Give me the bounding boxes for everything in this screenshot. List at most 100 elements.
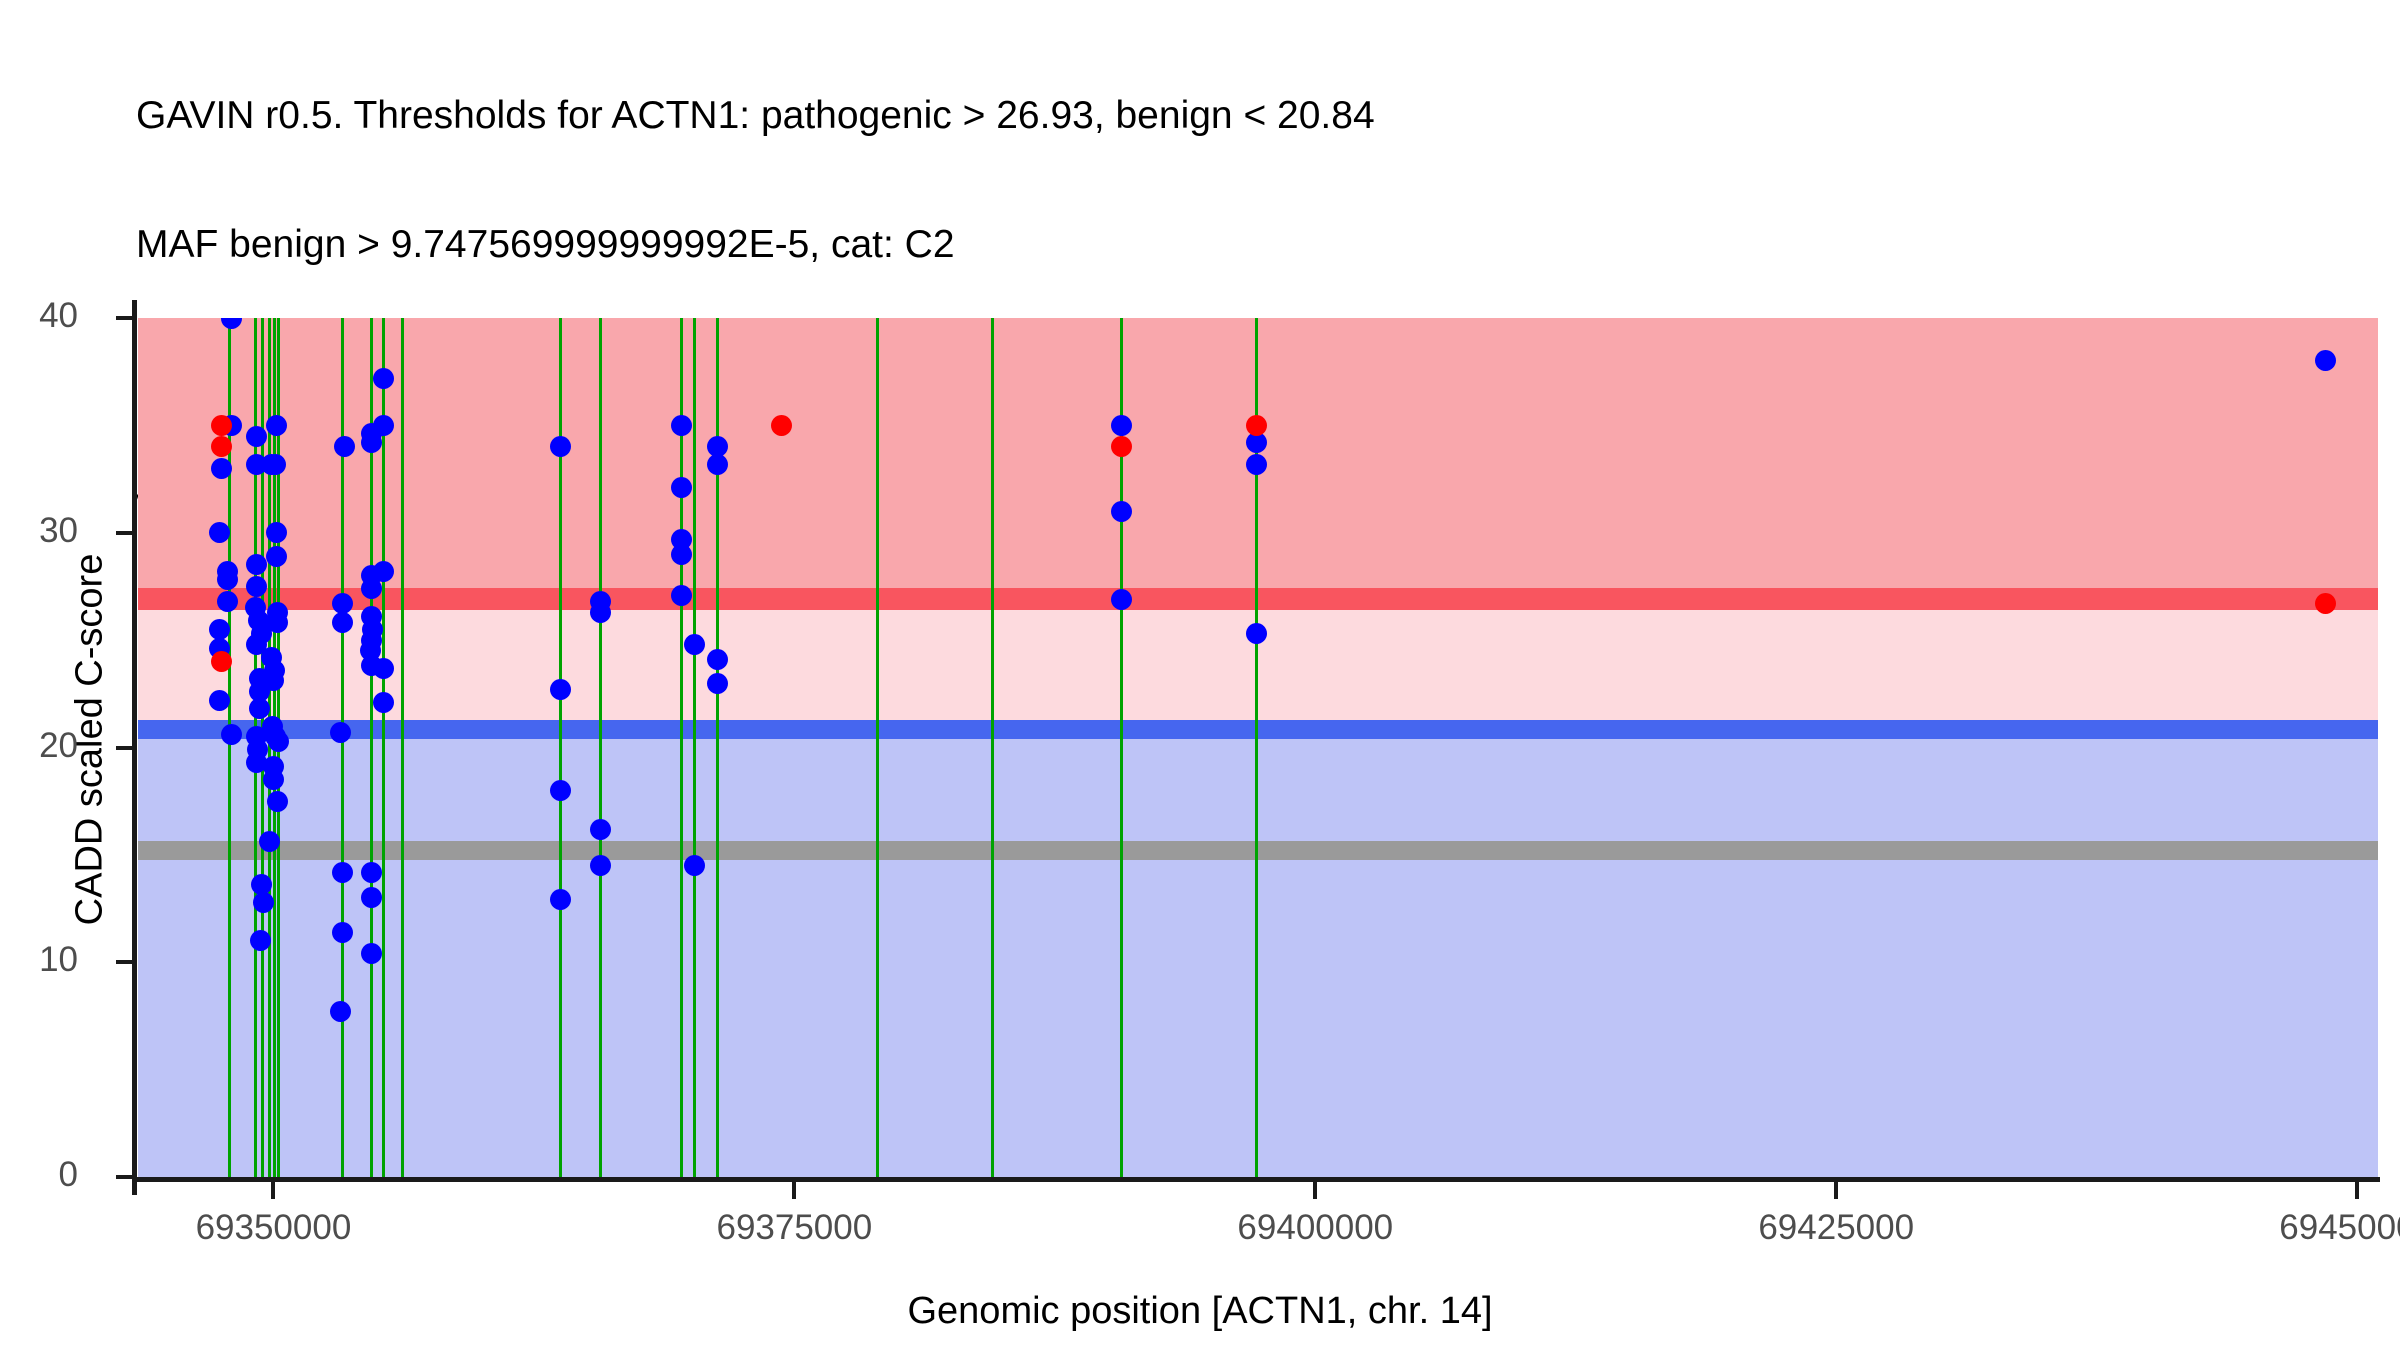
gnomad-variant-point <box>246 752 268 774</box>
gnomad-variant-point <box>373 560 395 582</box>
x-axis-line <box>132 1177 2380 1182</box>
gnomad-variant-point <box>267 790 289 812</box>
gnomad-variant-point <box>329 1001 351 1023</box>
y-tick-label: 10 <box>39 940 78 980</box>
exon-line <box>559 318 563 1177</box>
gnomad-variant-point <box>671 584 693 606</box>
x-tick-mark <box>2355 1182 2360 1199</box>
gnomad-variant-point <box>550 779 572 801</box>
gnomad-variant-point <box>706 648 728 670</box>
y-tick-mark <box>116 316 134 320</box>
pathogenic-variant-point <box>210 651 232 673</box>
gnomad-variant-point <box>329 721 351 743</box>
y-tick-label: 0 <box>58 1155 78 1194</box>
y-tick-label: 20 <box>39 725 78 765</box>
x-tick-mark <box>792 1182 797 1199</box>
x-tick-label: 69450000 <box>2279 1208 2400 1247</box>
gnomad-variant-point <box>252 891 274 913</box>
x-tick-mark <box>1834 1182 1839 1199</box>
gnomad-variant-point <box>331 921 353 943</box>
y-tick-mark <box>116 530 134 535</box>
gnomad-variant-point <box>266 522 288 544</box>
gnomad-variant-point <box>246 425 268 447</box>
exon-line <box>715 318 719 1177</box>
exon-line <box>680 318 684 1177</box>
y-axis-line <box>132 300 137 1195</box>
gnomad-variant-point <box>217 590 239 612</box>
gnomad-variant-point <box>373 414 395 436</box>
title-line-1: GAVIN r0.5. Thresholds for ACTN1: pathog… <box>136 94 1375 137</box>
gnomad-variant-point <box>221 724 243 746</box>
gnomad-variant-point <box>1246 432 1268 454</box>
gnomad-variant-point <box>249 698 271 720</box>
gnomad-variant-point <box>1246 623 1268 645</box>
exon-line <box>382 318 386 1177</box>
pathogenic-variant-point <box>1111 436 1133 458</box>
gnomad-variant-point <box>590 818 612 840</box>
gnomad-variant-point <box>671 414 693 436</box>
gnomad-variant-point <box>246 554 268 576</box>
gnomad-variant-point <box>360 861 382 883</box>
gnomad-variant-point <box>262 769 284 791</box>
gnomad-variant-point <box>590 855 612 877</box>
gnomad-variant-point <box>671 477 693 499</box>
gnomad-variant-point <box>208 689 230 711</box>
gnomad-variant-point <box>373 367 395 389</box>
gnomad-variant-point <box>208 522 230 544</box>
gnomad-variant-point <box>331 612 353 634</box>
x-tick-label: 69375000 <box>716 1208 873 1247</box>
gnomad-variant-point <box>1111 500 1133 522</box>
y-tick-mark <box>116 1175 134 1179</box>
gnomad-variant-point <box>265 453 287 475</box>
x-axis-label: Genomic position [ACTN1, chr. 14] <box>907 1290 1493 1332</box>
pathogenic-variant-point <box>771 414 793 436</box>
exon-line <box>1120 318 1124 1177</box>
gnomad-variant-point <box>1111 588 1133 610</box>
gnomad-variant-point <box>267 612 289 634</box>
x-tick-mark <box>271 1182 276 1199</box>
y-tick-label: 30 <box>39 510 78 550</box>
gnomad-variant-point <box>550 889 572 911</box>
gnomad-variant-point <box>373 691 395 713</box>
gnomad-variant-point <box>262 670 284 692</box>
gnomad-variant-point <box>683 855 705 877</box>
gnomad-variant-point <box>683 633 705 655</box>
x-tick-mark <box>1313 1182 1318 1199</box>
pathogenic-variant-point <box>1246 414 1268 436</box>
gnomad-variant-point <box>208 618 230 640</box>
gnomad-variant-point <box>550 436 572 458</box>
gnomad-variant-point <box>217 569 239 591</box>
gnomad-variant-point <box>706 453 728 475</box>
gnomad-variant-point <box>221 318 243 329</box>
exon-line <box>401 318 405 1177</box>
exon-line <box>599 318 603 1177</box>
gnomad-variant-point <box>360 887 382 909</box>
exon-line <box>228 318 232 1177</box>
pathogenic-variant-point <box>210 414 232 436</box>
gnomad-variant-point <box>251 874 273 896</box>
gnomad-variant-point <box>373 657 395 679</box>
gnomad-variant-point <box>266 414 288 436</box>
x-tick-label: 69400000 <box>1237 1208 1394 1247</box>
gnomad-variant-point <box>360 578 382 600</box>
exon-line <box>369 318 373 1177</box>
exon-line <box>340 318 344 1177</box>
gnomad-variant-point <box>258 831 280 853</box>
pathogenic-variant-point <box>2315 593 2337 615</box>
y-tick-mark <box>116 745 134 750</box>
plot-panel <box>138 318 2378 1177</box>
gnomad-variant-point <box>246 575 268 597</box>
gnomad-variant-point <box>268 730 290 752</box>
gnomad-variant-point <box>706 436 728 458</box>
gnomad-variant-point <box>1246 453 1268 475</box>
x-tick-label: 69425000 <box>1758 1208 1915 1247</box>
exon-line <box>876 318 880 1177</box>
gnomad-variant-point <box>550 679 572 701</box>
y-tick-mark <box>116 960 134 965</box>
gnomad-variant-point <box>333 436 355 458</box>
gnomad-variant-point <box>210 457 232 479</box>
gnomad-variant-point <box>331 593 353 615</box>
exon-line <box>990 318 994 1177</box>
gnomad-variant-point <box>246 633 268 655</box>
